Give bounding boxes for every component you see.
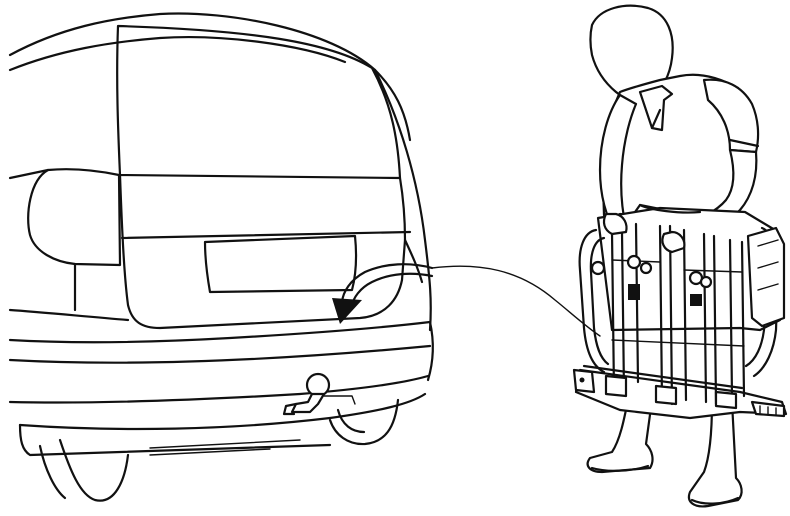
car-rear [10,13,433,500]
light-left-dot [580,378,585,383]
clamp-detail-1 [628,284,640,300]
wheel-left [60,440,128,501]
carrier-side-box [748,228,784,326]
car-roof-line [10,13,410,140]
carrier-foot-2 [656,386,676,404]
tail-light-left [28,169,120,265]
right-pillar [405,240,422,282]
carrier-foot-1 [606,376,626,396]
car-left-panel-line [10,310,128,320]
clamp-knob-2 [641,263,651,273]
clamp-detail-2 [690,294,702,306]
leader-line [432,266,600,336]
person-fingers-left [604,214,627,234]
person-fingers-right [662,232,684,252]
direction-arrow [332,264,600,336]
tow-ball [307,374,329,396]
clamp-knob-5 [592,262,604,274]
rear-window [117,26,400,178]
tailgate [120,175,405,328]
tow-bar-neck [292,394,324,412]
clamp-knob-1 [628,256,640,268]
licence-plate-recess [205,236,356,292]
bumper-lower-edge [10,376,428,403]
tow-bar-bracket [324,396,355,404]
carrier-strap-3 [612,340,744,346]
tailgate-crease [122,232,410,238]
carrier-foot-3 [716,392,736,408]
clamp-knob-4 [701,277,711,287]
bumper-upper-edge [10,346,430,363]
